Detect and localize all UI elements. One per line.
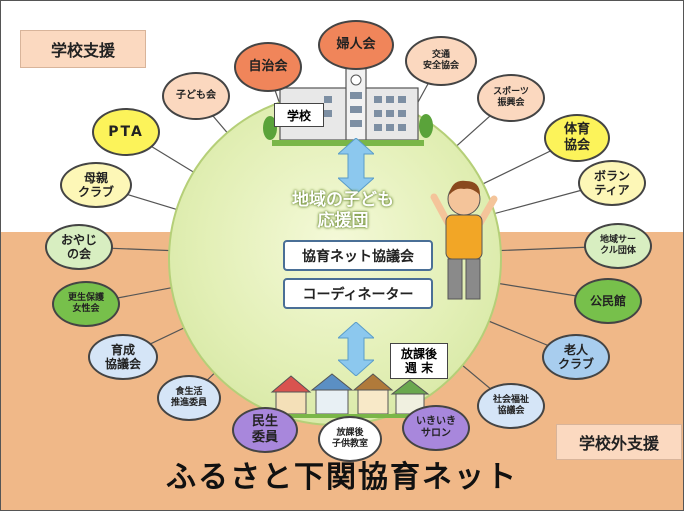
bubble-fujinkai: 婦人会 — [318, 20, 394, 70]
bubble-shokuseikatsu: 食生活 推進委員 — [157, 375, 221, 421]
network-council-box: 協育ネット協議会 — [283, 240, 433, 271]
main-title: ふるさと下関協育ネット — [166, 460, 518, 495]
bubble-rojin: 老人 クラブ — [542, 334, 610, 380]
bubble-volunteer: ボラン ティア — [578, 160, 646, 206]
bubble-taiiku: 体育 協会 — [544, 114, 610, 162]
bubble-kotsu: 交通 安全協会 — [405, 36, 477, 86]
bubble-pta: PTA — [92, 108, 160, 156]
cheering-person-icon — [430, 180, 498, 300]
bubble-hahaoya: 母親 クラブ — [60, 162, 132, 208]
bubble-kodomo-kyoshitsu: 放課後 子供教室 — [318, 416, 382, 462]
bubble-kodomokai: 子ども会 — [162, 72, 230, 120]
school-support-tag: 学校支援 — [20, 30, 146, 68]
after-school-label: 放課後 週 末 — [390, 343, 448, 379]
outside-support-tag: 学校外支援 — [556, 424, 682, 460]
bubble-jichikai: 自治会 — [234, 42, 302, 92]
school-label: 学校 — [274, 103, 324, 127]
bubble-kousei: 更生保護 女性会 — [52, 281, 120, 327]
school-arrow-icon — [338, 138, 374, 194]
bubble-shakai: 社会福祉 協議会 — [477, 383, 545, 429]
bubble-ikiiki: いきいき サロン — [402, 405, 470, 451]
coordinator-box: コーディネーター — [283, 278, 433, 309]
bubble-kominkan: 公民館 — [574, 278, 642, 324]
bubble-oyaji: おやじ の会 — [45, 224, 113, 270]
bubble-sports: スポーツ 振興会 — [477, 74, 545, 122]
bubble-minsei: 民生 委員 — [232, 407, 298, 453]
center-title: 地域の子ども 応援団 — [292, 190, 394, 232]
bubble-circle: 地域サー クル団体 — [584, 223, 652, 269]
bubble-ikusei: 育成 協議会 — [88, 334, 158, 380]
community-arrow-icon — [338, 322, 374, 376]
